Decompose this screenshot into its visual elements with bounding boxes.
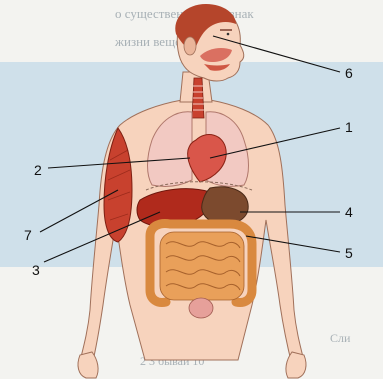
label-6: 6: [345, 65, 353, 81]
label-5: 5: [345, 245, 353, 261]
small-intestine: [160, 232, 244, 300]
bleed-text-bottom-left: Сли: [330, 331, 351, 345]
label-4: 4: [345, 204, 353, 220]
label-3: 3: [32, 262, 40, 278]
label-2: 2: [34, 162, 42, 178]
bladder: [189, 298, 213, 318]
stomach: [202, 187, 248, 225]
label-1: 1: [345, 119, 353, 135]
label-7: 7: [24, 227, 32, 243]
